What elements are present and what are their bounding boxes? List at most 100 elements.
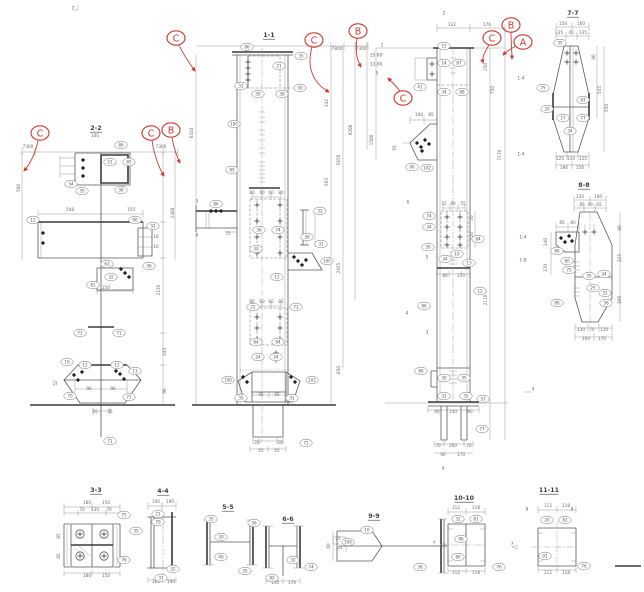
dimension-label: 80	[591, 54, 596, 60]
part-balloon-number: 102	[423, 166, 431, 171]
dimension-label: 200	[449, 443, 457, 448]
part-balloon-number: 76	[581, 564, 587, 569]
part-balloon	[289, 302, 303, 312]
dimension-label: 18	[153, 234, 159, 239]
dimension-label: 9200	[348, 124, 353, 135]
part-balloon-number: 35	[586, 274, 592, 279]
part-balloon	[437, 373, 451, 383]
part-balloon-number: 85	[229, 168, 235, 173]
dimension-label: 55	[92, 409, 98, 414]
dimension-label: 150	[102, 573, 110, 578]
part-balloon-number: 88	[459, 90, 465, 95]
part-balloon-number: 10	[64, 360, 70, 365]
part-balloon-number: 35	[133, 529, 139, 534]
section-cut-marker: 8	[526, 507, 529, 513]
part-balloon	[249, 244, 263, 254]
part-balloon	[437, 58, 451, 68]
part-balloon	[457, 373, 471, 383]
part-balloon	[553, 38, 567, 48]
part-balloon-number: 74	[308, 565, 314, 570]
part-balloon-number: 84	[253, 340, 259, 345]
part-balloon	[558, 515, 572, 525]
part-balloon-number: 26	[425, 245, 431, 250]
part-balloon	[422, 211, 436, 221]
part-balloon	[293, 83, 307, 93]
part-balloon-number: 74	[426, 214, 432, 219]
part-balloon	[286, 555, 300, 565]
part-balloon-number: 30	[253, 247, 259, 252]
section-cut-marker: 5	[196, 199, 199, 205]
dimension-label: 100	[415, 112, 423, 117]
dimension-label: 70	[435, 443, 441, 448]
dimension-label: 1400	[170, 207, 175, 218]
revision-callout-letter: C	[148, 128, 155, 139]
dimension-label: 5650	[336, 154, 341, 165]
dimension-label: 170	[288, 580, 296, 585]
dimension-label: 80	[278, 299, 284, 304]
part-balloon	[247, 518, 261, 528]
dimension-label: 80	[617, 225, 622, 231]
section-cut-marker: 1-4	[517, 76, 524, 82]
part-balloon-number: 90	[409, 165, 415, 170]
dimension-label: 95	[258, 392, 264, 397]
part-balloon-number: 31	[602, 291, 608, 296]
revision-callout-balloon	[513, 34, 533, 50]
dimension-label: 85	[56, 553, 61, 559]
part-balloon	[285, 393, 299, 403]
part-balloon	[576, 95, 590, 105]
view-title: 1-1	[263, 32, 274, 39]
part-balloon	[451, 514, 465, 524]
part-balloon	[112, 328, 126, 338]
dimension-label: 96	[86, 386, 92, 391]
part-balloon	[455, 87, 469, 97]
part-balloon	[60, 357, 74, 367]
part-balloon-number: 84	[475, 237, 481, 242]
part-balloon-number: 80	[455, 555, 461, 560]
dimension-label: 85	[428, 112, 434, 117]
dimension-label: 55	[441, 201, 447, 206]
part-balloon-number: 32	[455, 517, 461, 522]
part-balloon	[251, 89, 265, 99]
dimension-label: 80	[249, 299, 255, 304]
part-balloon-number: 10	[364, 528, 370, 533]
part-balloon	[117, 555, 131, 565]
part-balloon	[214, 532, 228, 542]
part-balloon	[227, 119, 241, 129]
dimension-label: 130	[567, 156, 575, 161]
section-cut-marker: 1-4	[517, 152, 524, 158]
part-balloon-number: 34	[441, 90, 447, 95]
part-balloon-number: 76	[496, 565, 502, 570]
dimension-label: 60	[259, 299, 265, 304]
dimension-label: 118	[472, 505, 480, 510]
dimension-label: 550	[604, 104, 609, 112]
section-cut-marker: 7	[433, 541, 436, 547]
dimension-label: 112	[544, 570, 552, 575]
part-balloon-number: 27	[560, 116, 566, 121]
part-balloon	[452, 58, 466, 68]
dimension-label: 7300	[23, 144, 34, 149]
part-balloon-number: 36	[279, 92, 285, 97]
part-balloon	[562, 265, 576, 275]
part-balloon	[275, 89, 289, 99]
section-cut-marker: 3	[426, 330, 429, 336]
section-cut-marker: 5	[376, 71, 379, 77]
dimension-label: 90	[162, 388, 167, 394]
part-balloon-number: 25	[590, 286, 596, 291]
part-balloon	[271, 337, 285, 347]
dimension-label: 80	[278, 190, 284, 195]
part-balloon	[270, 272, 284, 282]
part-balloon	[462, 258, 476, 268]
part-balloon	[110, 360, 124, 370]
part-balloon	[563, 126, 577, 136]
dimension-label: 20	[277, 440, 283, 445]
part-balloon	[300, 232, 314, 242]
dimension-label: 80	[249, 190, 255, 195]
dimension-label: 7300	[156, 144, 167, 149]
view-7-7-geometry	[552, 23, 605, 169]
dimension-label: 85	[559, 220, 565, 225]
section-cut-marker: 4	[442, 466, 445, 472]
dimension-label: 85	[579, 202, 585, 207]
part-balloon-number: 62	[104, 262, 110, 267]
part-balloon-number: 11	[132, 369, 138, 374]
